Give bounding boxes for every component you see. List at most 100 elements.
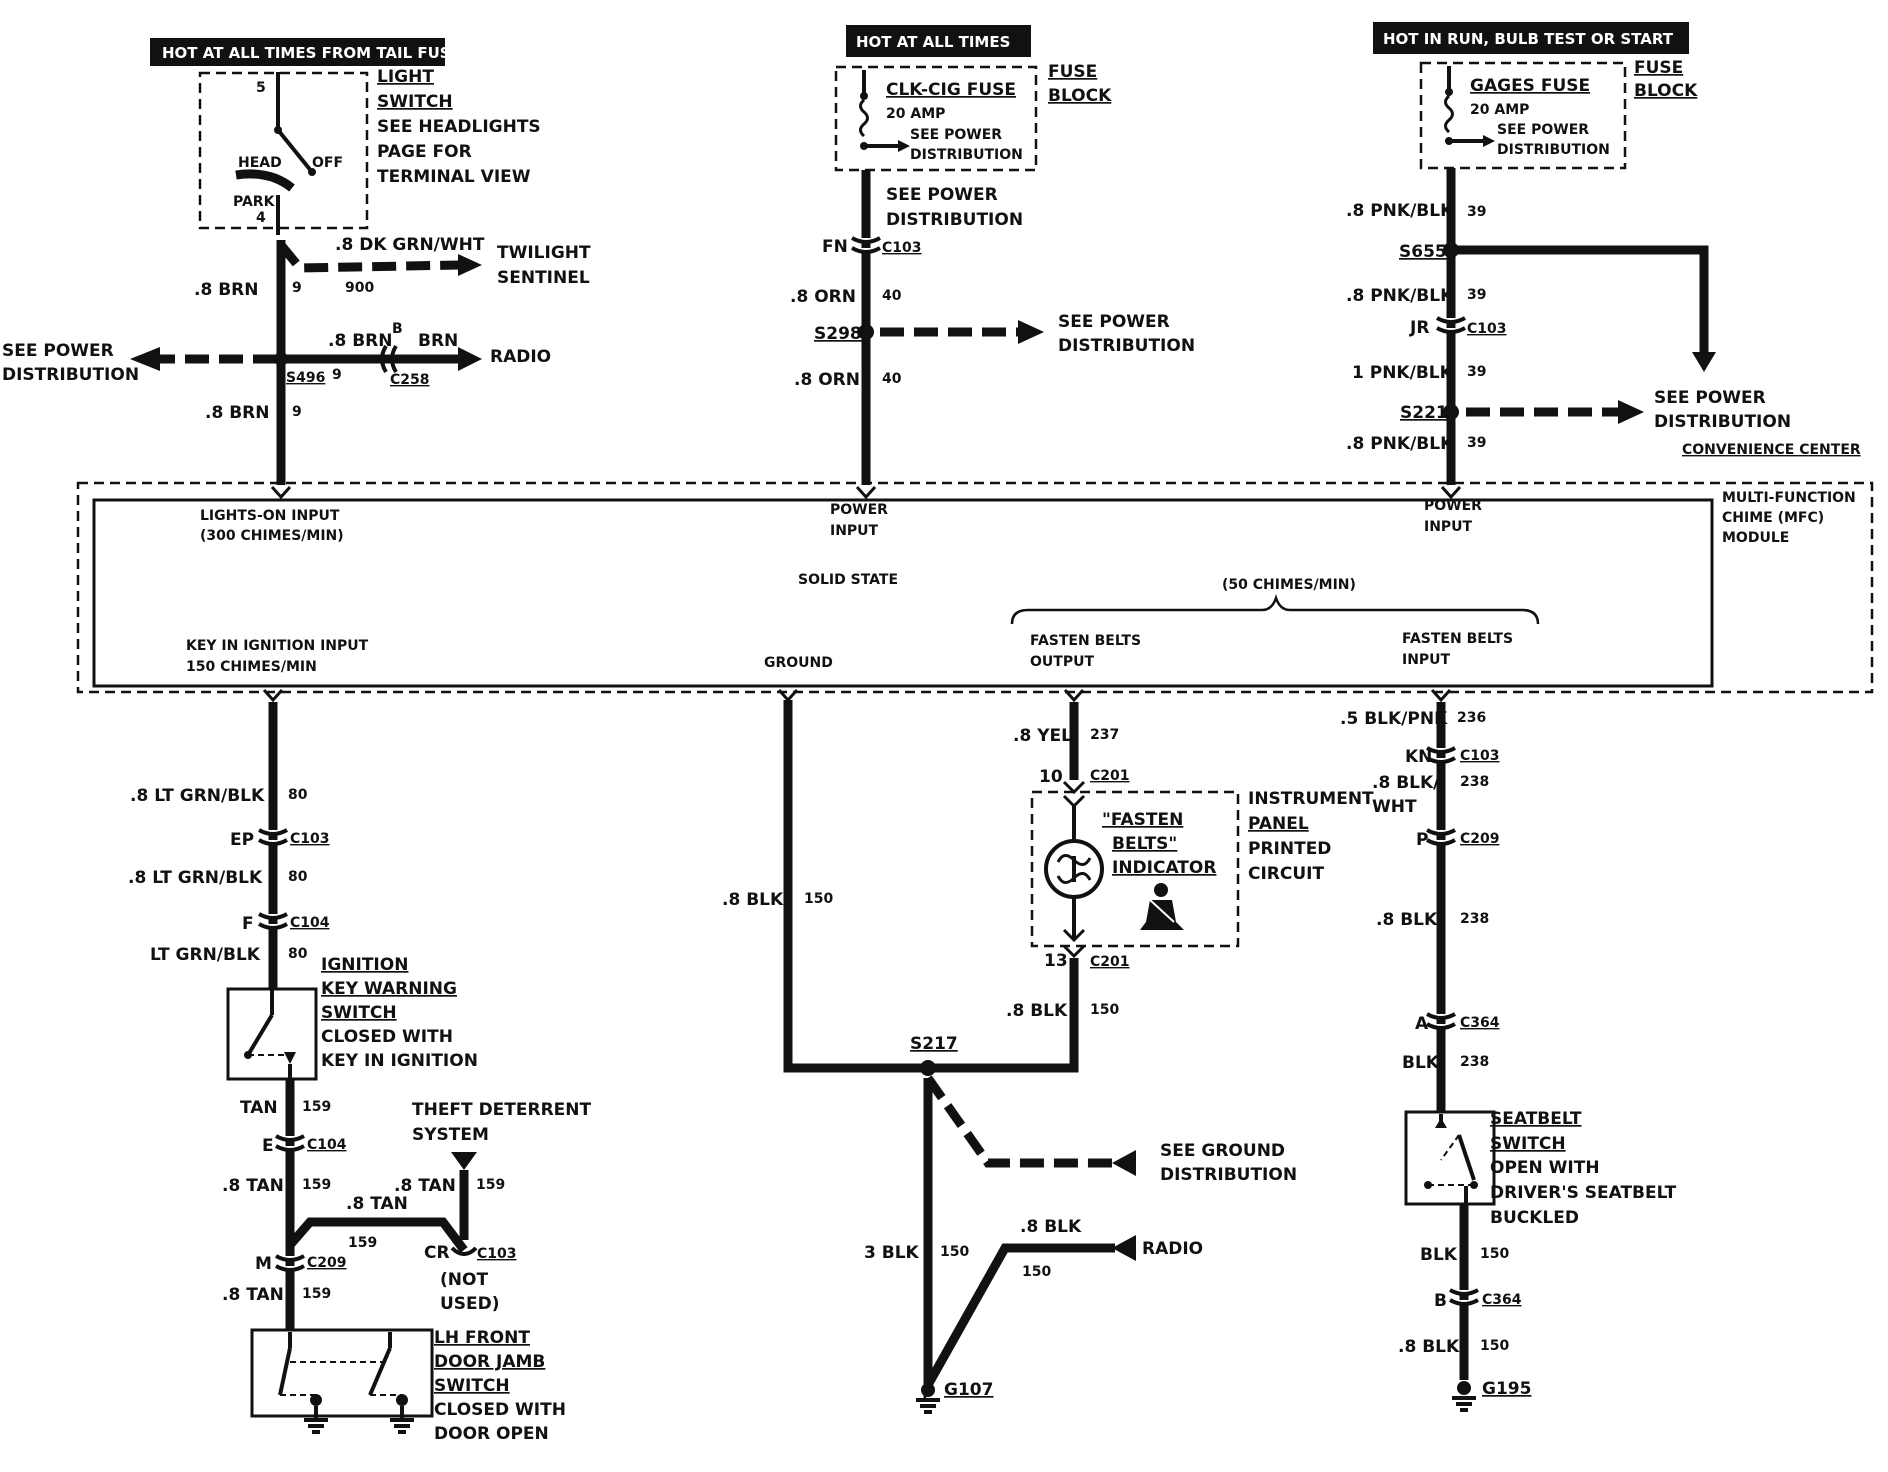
- label-cr: CR: [424, 1243, 450, 1263]
- ground-icon: [304, 1394, 414, 1434]
- label-c104: C104: [290, 915, 330, 931]
- label-f: F: [242, 914, 254, 934]
- label-lh-3: SWITCH: [434, 1376, 510, 1396]
- clk-cig-fuse-symbol: [859, 70, 910, 152]
- label-cct-150-br-b: 150: [1480, 1338, 1509, 1354]
- light-switch-head: HEAD: [238, 155, 282, 171]
- mfc-power-2a: POWER: [1424, 498, 1482, 514]
- label-s655: S655: [1399, 242, 1447, 262]
- ignition-switch-box: [226, 987, 318, 1081]
- mfc-lights-on-1: LIGHTS-ON INPUT: [200, 508, 340, 524]
- clk-cig-amp: 20 AMP: [886, 106, 945, 122]
- clk-cig-see-2: DISTRIBUTION: [910, 147, 1023, 163]
- label-e: E: [262, 1136, 274, 1156]
- connector-c364-b: [1449, 1288, 1479, 1306]
- label-cct-159-b: 159: [302, 1177, 331, 1193]
- label-cct-40-b: 40: [882, 371, 902, 387]
- label-cct-150-br-a: 150: [1480, 1246, 1509, 1262]
- fuse-block-mid-1: FUSE: [1048, 62, 1097, 82]
- label-blk-wht-2: WHT: [1372, 797, 1417, 817]
- label-see-pd-mid-2: DISTRIBUTION: [886, 210, 1023, 230]
- label-twilight-1: TWILIGHT: [497, 243, 591, 263]
- splice-s217: [920, 1060, 936, 1076]
- fasten-belts-bulb-icon: [1044, 839, 1104, 899]
- label-ignition-3: SWITCH: [321, 1003, 397, 1023]
- mfc-module-box: [92, 498, 1714, 688]
- mfc-fasten-out-2: OUTPUT: [1030, 654, 1094, 670]
- pin-power-right: [1440, 485, 1462, 500]
- label-cct-39-b: 39: [1467, 287, 1486, 303]
- light-switch-pin-5: 5: [256, 80, 266, 96]
- arrow-see-power-left: [130, 347, 160, 371]
- mfc-lights-on-2: (300 CHIMES/MIN): [200, 528, 344, 544]
- label-ignition-4: CLOSED WITH: [321, 1027, 453, 1047]
- mfc-power-1a: POWER: [830, 502, 888, 518]
- label-tan-3: .8 TAN: [394, 1176, 456, 1196]
- arrow-theft-down: [451, 1152, 477, 1170]
- label-blk-2: .8 BLK: [1020, 1217, 1082, 1237]
- light-switch-pin-4: 4: [256, 210, 266, 226]
- label-cct-238-b: 238: [1460, 911, 1489, 927]
- label-blk-br-3: BLK: [1420, 1245, 1458, 1265]
- label-c103-br: C103: [1460, 748, 1500, 764]
- connector-c209-p: [1426, 828, 1456, 846]
- arrow-see-power-right: [1618, 400, 1644, 424]
- arrow-see-power-mid: [1018, 320, 1044, 344]
- label-cct-238-c: 238: [1460, 1054, 1489, 1070]
- light-switch-note-2: PAGE FOR: [377, 142, 472, 162]
- gages-see-2: DISTRIBUTION: [1497, 142, 1610, 158]
- connector-c209-m: [275, 1254, 305, 1272]
- label-cct-159-e: 159: [302, 1286, 331, 1302]
- label-pin-13: 13: [1044, 951, 1068, 971]
- label-blk-br-4: .8 BLK: [1398, 1337, 1460, 1357]
- label-indicator-2: BELTS": [1112, 834, 1177, 854]
- label-lh-4: CLOSED WITH: [434, 1400, 566, 1420]
- label-tan-4: .8 TAN: [346, 1194, 408, 1214]
- mfc-key-in-2: 150 CHIMES/MIN: [186, 659, 317, 675]
- mfc-name-2: CHIME (MFC): [1722, 510, 1824, 526]
- label-cct-238-a: 238: [1460, 774, 1489, 790]
- label-ipc-4: CIRCUIT: [1248, 864, 1324, 884]
- header-tail-fuse: HOT AT ALL TIMES FROM TAIL FUSE: [150, 38, 461, 66]
- label-m: M: [255, 1254, 272, 1274]
- light-switch-title-1: LIGHT: [377, 67, 434, 87]
- brace-fasten-belts: [1010, 594, 1540, 625]
- connector-c364-a: [1426, 1012, 1456, 1030]
- svg-text:HOT IN RUN, BULB TEST OR START: HOT IN RUN, BULB TEST OR START: [1383, 30, 1674, 48]
- label-indicator-3: INDICATOR: [1112, 858, 1216, 878]
- door-jamb-switch-box: [250, 1328, 434, 1418]
- pin-power-mid: [855, 485, 877, 500]
- label-blk-br-2: BLK: [1402, 1053, 1440, 1073]
- label-c258: C258: [390, 372, 430, 388]
- seatbelt-switch-box: [1404, 1110, 1496, 1206]
- wire-tan-jumper: [286, 1217, 468, 1253]
- label-ipc-2: PANEL: [1248, 814, 1309, 834]
- label-cct-900: 900: [345, 280, 374, 296]
- light-switch-note-3: TERMINAL VIEW: [377, 167, 531, 187]
- label-g107: G107: [944, 1380, 993, 1400]
- label-c103-right: C103: [1467, 321, 1507, 337]
- label-brn-4: .8 BRN: [205, 403, 269, 423]
- splice-s221: [1443, 404, 1459, 420]
- light-switch-symbol: [235, 72, 316, 235]
- label-orn-1: .8 ORN: [790, 287, 856, 307]
- label-twilight-2: SENTINEL: [497, 268, 590, 288]
- label-s221: S221: [1400, 403, 1448, 423]
- mfc-50-chimes: (50 CHIMES/MIN): [1222, 577, 1356, 593]
- label-kn: KN: [1405, 747, 1432, 767]
- mfc-fasten-in-2: INPUT: [1402, 652, 1451, 668]
- gages-fuse-name: GAGES FUSE: [1470, 76, 1590, 96]
- connector-c104-e: [275, 1134, 305, 1152]
- header-hot-in-run: HOT IN RUN, BULB TEST OR START: [1373, 22, 1689, 54]
- seatbelt-person-icon: [1140, 883, 1184, 930]
- pin-key-in: [262, 688, 284, 703]
- label-cct-9-c: 9: [292, 404, 302, 420]
- label-g195: G195: [1482, 1379, 1531, 1399]
- mfc-fasten-in-1: FASTEN BELTS: [1402, 631, 1513, 647]
- label-see-power-right-2: DISTRIBUTION: [1654, 412, 1791, 432]
- wire-s655-power-dist: [1451, 245, 1709, 355]
- label-blk-wht-1: .8 BLK/: [1372, 773, 1440, 793]
- label-theft-2: SYSTEM: [412, 1125, 489, 1145]
- label-c103-b: C103: [477, 1246, 517, 1262]
- connector-c103-kn: [1426, 746, 1456, 764]
